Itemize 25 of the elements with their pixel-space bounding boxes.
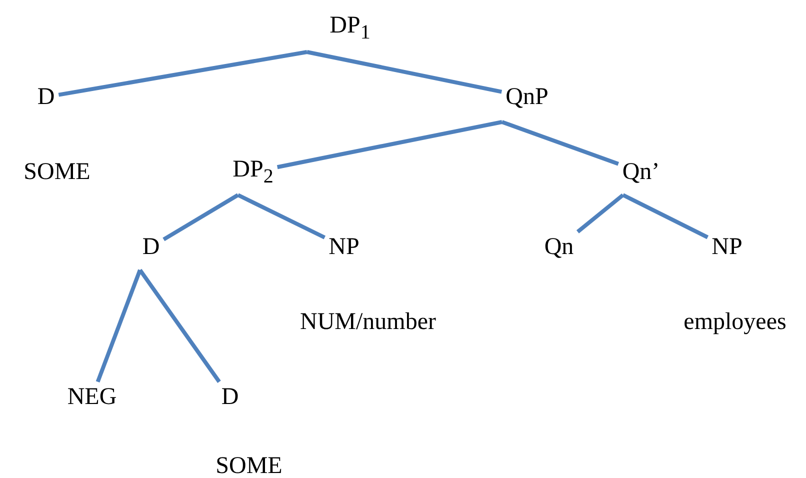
tree-label: NP — [328, 234, 360, 260]
tree-label: D — [37, 84, 55, 110]
word-label: employees — [684, 308, 786, 336]
tree-label: DP$_{1}$ — [330, 12, 370, 44]
tree-branch — [96, 269, 142, 382]
tree-branch — [162, 193, 240, 242]
tree-label: QnP — [506, 84, 548, 110]
word-label: NUM/number — [300, 308, 436, 336]
tree-label: NP — [712, 234, 742, 260]
tree-branch — [58, 50, 308, 97]
tree-label: NEG — [67, 384, 117, 410]
word-label: SOME — [216, 452, 282, 478]
word-label: SOME — [24, 158, 90, 186]
tree-branch — [622, 193, 709, 240]
tree-branch — [501, 120, 619, 166]
tree-label: Qn’ — [622, 158, 660, 186]
tree-label: DP$_{2}$ — [232, 156, 274, 188]
tree-branch — [306, 50, 502, 94]
tree-branch — [576, 193, 624, 234]
tree-branch — [138, 268, 221, 383]
tree-branch — [276, 120, 502, 170]
tree-label: Qn — [544, 234, 574, 260]
tree-label: D — [142, 234, 160, 260]
tree-label: D — [221, 384, 239, 410]
tree-branch — [237, 193, 326, 240]
